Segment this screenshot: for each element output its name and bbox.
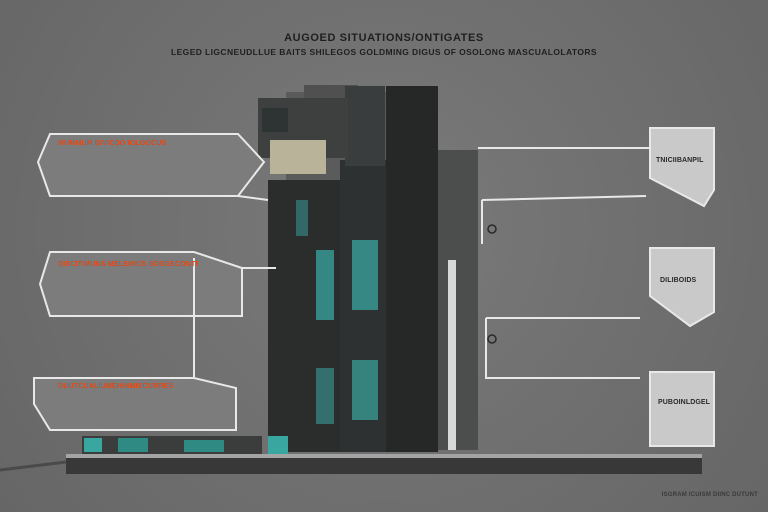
connector-left-top — [237, 195, 269, 201]
node-icon-2 — [487, 334, 497, 344]
diagram-subtitle: LEGED LIGCNEUDLLUE BAITS SHILEGOS GOLDMI… — [171, 47, 597, 57]
server-glow-4 — [316, 368, 334, 424]
callout-right-mid-label: DILIBOIDS — [660, 277, 697, 284]
top-module-vent — [270, 140, 326, 174]
pipe-right — [448, 260, 456, 450]
top-module-screen — [262, 108, 288, 132]
floor-base — [66, 454, 702, 474]
connector-right-lower-b — [485, 318, 640, 379]
equipment-screen-2 — [118, 438, 148, 452]
callout-right-top-label: TNICIIBANPIL — [656, 157, 704, 164]
connector-right-mid-a — [481, 195, 647, 201]
right-annex — [438, 150, 478, 450]
cable — [0, 460, 67, 472]
equipment-screen-1 — [84, 438, 102, 452]
callout-left-top-label: MUMMUM DIVICDO IOLGOCUS — [58, 140, 167, 147]
callout-left-bottom-label: DUUTCUALIUMEHINMISCURRES — [58, 383, 174, 390]
floor-highlight — [66, 454, 702, 458]
tower-cap — [345, 86, 385, 166]
callout-right-top-box — [649, 127, 715, 208]
ground-equipment — [82, 436, 262, 454]
callout-right-bottom-box — [649, 371, 715, 447]
callout-left-mid-label: DISCITIMUNS MELEMICS SONGECONTRUGS — [58, 261, 198, 268]
callout-right-mid-box — [649, 247, 715, 328]
footer-caption: ISGRAM ICUISM DIINC DUTUNT — [661, 492, 758, 498]
callout-left-mid-box — [38, 251, 243, 317]
server-glow-5 — [296, 200, 308, 236]
server-glow-1 — [316, 250, 334, 320]
server-glow-3 — [352, 360, 378, 420]
server-glow-2 — [352, 240, 378, 310]
diagram-title: AUGOED SITUATIONS/ONTIGATES — [284, 32, 484, 44]
equipment-screen-3 — [184, 440, 224, 452]
equipment-screen-4 — [268, 436, 288, 454]
building-right-tower — [386, 86, 438, 452]
node-icon-1 — [487, 224, 497, 234]
callout-right-bottom-label: PUBOINLDGEL — [658, 399, 710, 406]
